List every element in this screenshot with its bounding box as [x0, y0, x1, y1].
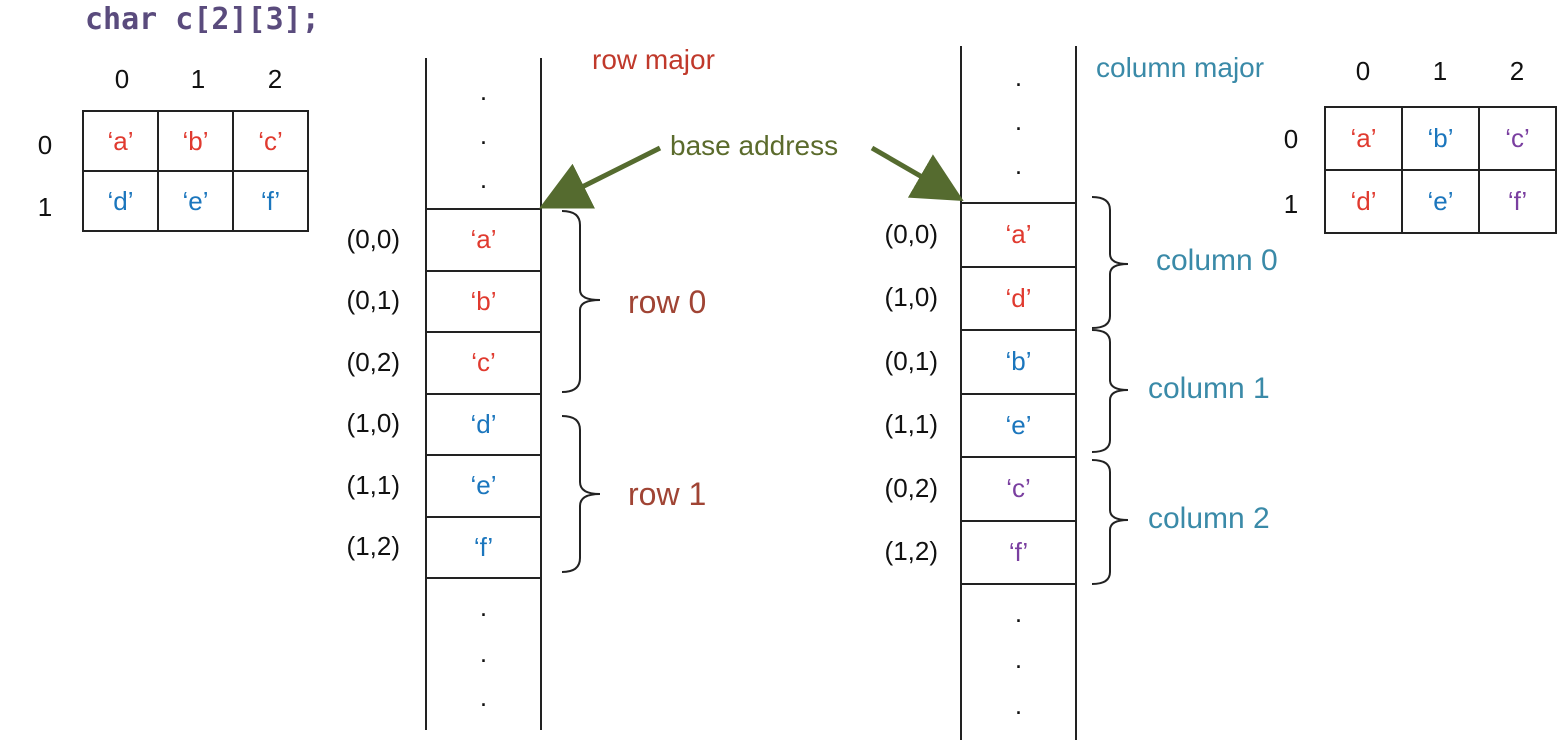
column-major-memory-cell-2: ‘b’ — [962, 329, 1075, 393]
column-major-title: column major — [1096, 52, 1265, 83]
right-array-cell-5: ‘f’ — [1480, 171, 1557, 234]
column-major-bottom-ellipsis-dot-1: . — [1014, 644, 1023, 674]
right-array-cell-1: ‘b’ — [1403, 108, 1480, 171]
row-major-memory-cell-3: ‘d’ — [427, 392, 540, 455]
row-major-memory-cell-2: ‘c’ — [427, 331, 540, 393]
column-major-top-ellipsis-dot-1: . — [1014, 106, 1023, 136]
right-array-cell-0: ‘a’ — [1326, 108, 1403, 171]
base-address-arrow-right — [870, 145, 964, 202]
left-array-cell-1: ‘b’ — [159, 112, 234, 172]
column-major-index-label-2: (0,1) — [884, 345, 938, 376]
code-declaration: char c[2][3]; — [85, 2, 320, 37]
base-address-label: base address — [670, 130, 839, 161]
column-major-memory-end-line — [962, 583, 1075, 585]
row-major-index-label-4: (1,1) — [346, 469, 400, 500]
right-col-header-0: 0 — [1355, 56, 1371, 86]
row-major-memory-cell-0: ‘a’ — [427, 208, 540, 270]
column-major-memory-cell-0: ‘a’ — [962, 202, 1075, 266]
row-major-index-label-1: (0,1) — [346, 285, 400, 316]
left-col-header-0: 0 — [114, 64, 130, 94]
left-array-cell-4: ‘e’ — [159, 172, 234, 232]
row-major-top-ellipsis-dot-1: . — [479, 120, 488, 150]
row-0-brace — [561, 210, 601, 393]
right-col-header-2: 2 — [1509, 56, 1525, 86]
column-major-index-label-5: (1,2) — [884, 536, 938, 567]
row-major-memory-cell-4: ‘e’ — [427, 454, 540, 516]
left-array-cell-2: ‘c’ — [234, 112, 309, 172]
row-0-label: row 0 — [628, 284, 707, 320]
left-col-header-2: 2 — [267, 64, 283, 94]
left-row-header-0: 0 — [37, 130, 53, 160]
row-major-memory-cell-5: ‘f’ — [427, 515, 540, 578]
column-major-bottom-ellipsis-dot-2: . — [1014, 690, 1023, 720]
row-major-index-label-5: (1,2) — [346, 531, 400, 562]
column-major-top-ellipsis-dot-2: . — [1014, 150, 1023, 180]
column-0-label: column 0 — [1156, 244, 1278, 277]
row-major-index-label-2: (0,2) — [346, 346, 400, 377]
left-col-header-1: 1 — [190, 64, 206, 94]
column-2-brace — [1091, 459, 1129, 585]
right-array-cell-2: ‘c’ — [1480, 108, 1557, 171]
column-2-label: column 2 — [1148, 502, 1270, 535]
column-major-top-ellipsis-dot-0: . — [1014, 62, 1023, 92]
right-col-header-1: 1 — [1432, 56, 1448, 86]
base-address-arrow-left — [539, 145, 662, 209]
left-array-cell-3: ‘d’ — [84, 172, 159, 232]
column-0-brace — [1091, 196, 1129, 329]
column-major-index-label-3: (1,1) — [884, 409, 938, 440]
right-array-cell-3: ‘d’ — [1326, 171, 1403, 234]
column-major-memory-cell-3: ‘e’ — [962, 392, 1075, 457]
row-major-bottom-ellipsis-dot-2: . — [479, 682, 488, 712]
left-array-cell-0: ‘a’ — [84, 112, 159, 172]
left-array-cell-5: ‘f’ — [234, 172, 309, 232]
row-major-memory-cell-1: ‘b’ — [427, 269, 540, 332]
column-major-index-label-4: (0,2) — [884, 472, 938, 503]
right-array-cell-4: ‘e’ — [1403, 171, 1480, 234]
right-array-grid: ‘a’‘b’‘c’ ‘d’‘e’‘f’ — [1324, 106, 1557, 234]
row-major-memory: ‘a’‘b’‘c’‘d’‘e’‘f’...... — [425, 58, 542, 730]
left-row-header-1: 1 — [37, 192, 53, 222]
column-major-memory-cell-4: ‘c’ — [962, 456, 1075, 520]
column-1-brace — [1091, 329, 1129, 453]
row-major-index-label-0: (0,0) — [346, 223, 400, 254]
column-major-memory: ‘a’‘d’‘b’‘e’‘c’‘f’...... — [960, 46, 1077, 740]
row-major-index-label-3: (1,0) — [346, 408, 400, 439]
column-major-index-label-0: (0,0) — [884, 218, 938, 249]
right-row-header-0: 0 — [1283, 124, 1299, 154]
row-major-bottom-ellipsis-dot-0: . — [479, 592, 488, 622]
row-major-top-ellipsis-dot-0: . — [479, 76, 488, 106]
column-major-memory-cell-1: ‘d’ — [962, 265, 1075, 330]
column-major-memory-cell-5: ‘f’ — [962, 519, 1075, 584]
right-row-header-1: 1 — [1283, 189, 1299, 219]
row-major-title: row major — [592, 44, 715, 75]
column-1-label: column 1 — [1148, 372, 1270, 405]
row-1-label: row 1 — [628, 476, 707, 512]
row-major-memory-end-line — [427, 577, 540, 579]
row-major-top-ellipsis-dot-2: . — [479, 164, 488, 194]
left-array-grid: ‘a’‘b’‘c’ ‘d’‘e’‘f’ — [82, 110, 309, 232]
column-major-index-label-1: (1,0) — [884, 282, 938, 313]
column-major-bottom-ellipsis-dot-0: . — [1014, 598, 1023, 628]
row-major-bottom-ellipsis-dot-1: . — [479, 638, 488, 668]
row-1-brace — [561, 415, 601, 573]
